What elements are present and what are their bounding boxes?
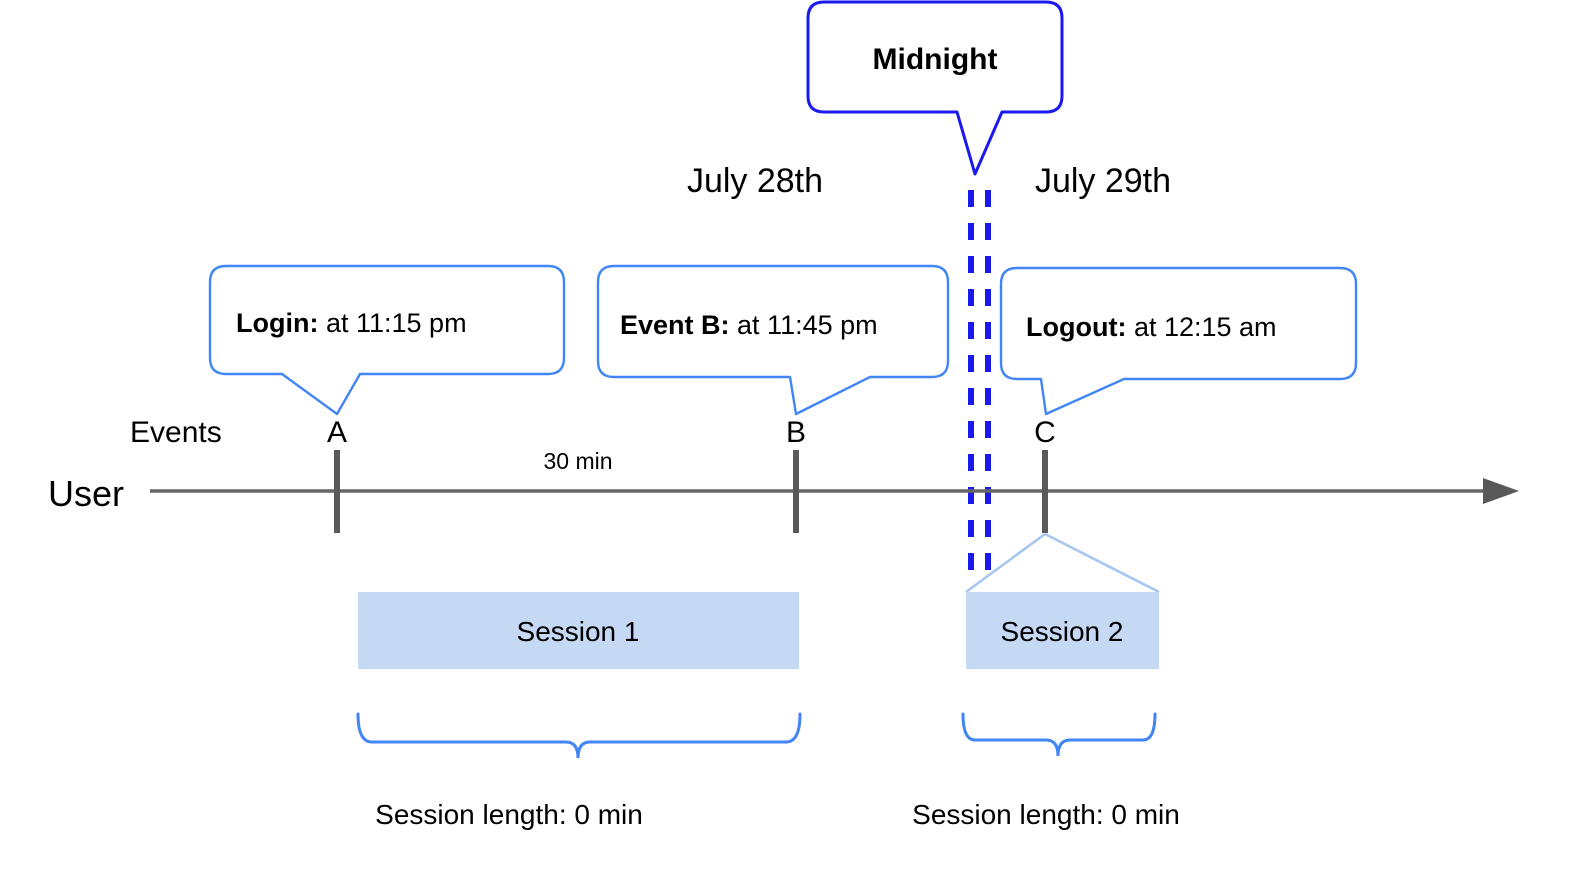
session-2-box [966,592,1159,669]
login-callout-bold: Login: [236,308,318,338]
events-row-label: Events [130,416,222,449]
marker-label-c: C [1034,416,1056,449]
session-1-brace [356,712,802,759]
session-2-length-label: Session length: 0 min [912,799,1180,830]
logout-callout-bold: Logout: [1026,312,1126,342]
user-lane-label: User [48,473,124,514]
login-callout-shape [208,264,566,416]
login-callout-rest: at 11:15 pm [318,308,466,338]
session-1-length-label: Session length: 0 min [375,799,643,830]
eventb-callout-shape [596,264,950,416]
eventb-callout-bold: Event B: [620,310,730,340]
logout-callout-shape [999,266,1358,416]
session2-connector [965,532,1160,594]
date-label-july-28: July 28th [687,162,823,200]
session-1-box [358,592,799,669]
eventb-callout-rest: at 11:45 pm [730,310,878,340]
login-callout-text: Login: at 11:15 pm [236,308,467,338]
duration-label-30min: 30 min [543,448,612,474]
logout-callout-text: Logout: at 12:15 am [1026,312,1277,342]
date-label-july-29: July 29th [1035,162,1171,200]
eventb-callout-text: Event B: at 11:45 pm [620,310,878,340]
session-boxes [358,592,1159,669]
session-2-label: Session 2 [1001,616,1124,647]
timeline-axis [150,478,1519,504]
midnight-callout-shape [806,0,1064,176]
midnight-label: Midnight [873,43,998,76]
logout-callout-rest: at 12:15 am [1126,312,1276,342]
marker-label-a: A [327,416,347,449]
session-2-brace [961,712,1157,757]
event-tick-marks [334,450,1048,533]
session-1-label: Session 1 [517,616,640,647]
marker-label-b: B [786,416,806,449]
